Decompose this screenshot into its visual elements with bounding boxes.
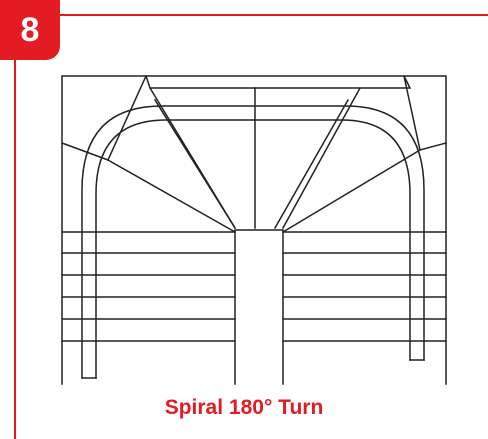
winder-outer-edge	[61, 74, 447, 161]
handrail-inner	[95, 119, 411, 379]
winder-tread	[281, 148, 422, 234]
figure-caption: Spiral 180° Turn	[164, 396, 324, 419]
winder-tread	[273, 98, 350, 230]
step-number-badge: 8	[0, 0, 60, 60]
handrail-outer	[81, 105, 425, 379]
outer-wall	[61, 75, 447, 385]
frame-top-border	[14, 14, 488, 16]
winder-tread	[106, 158, 237, 234]
central-newel	[234, 229, 284, 385]
winder-tread	[148, 86, 237, 230]
winder-tread	[281, 86, 362, 230]
frame-left-border	[14, 14, 16, 439]
